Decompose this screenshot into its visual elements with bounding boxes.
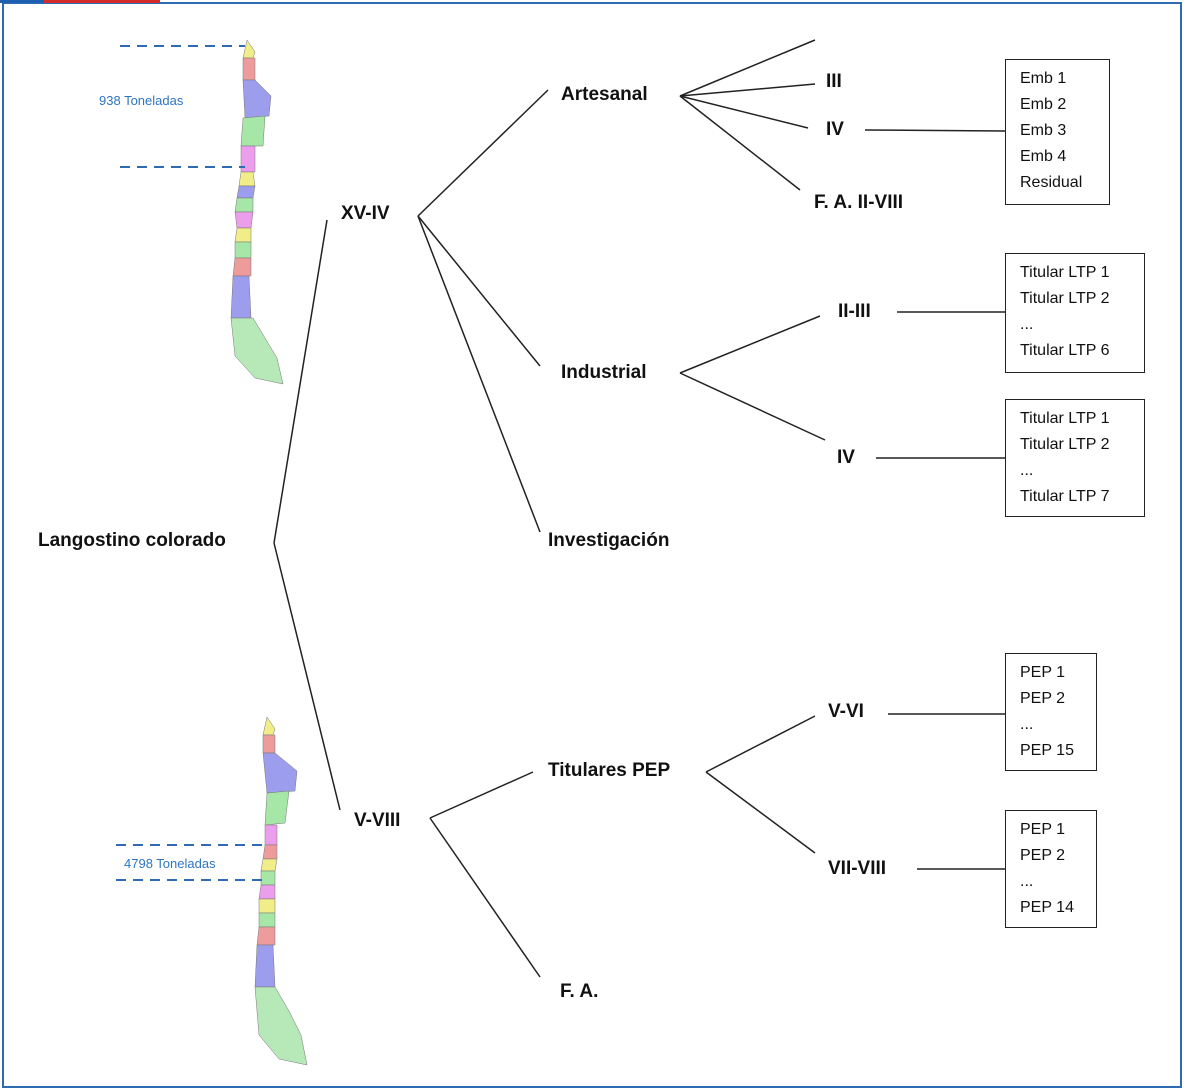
leaf-artesanal-iii: III: [826, 71, 842, 92]
top-flag-blue: [0, 0, 44, 3]
box-item: Titular LTP 2: [1020, 290, 1110, 307]
zone-node-xv-iv: XV-IV: [341, 203, 390, 224]
leaf-industrial-iv: IV: [837, 447, 855, 468]
top-flag-red: [44, 0, 160, 3]
tonnage-label-xv-iv: 938 Toneladas: [99, 93, 184, 108]
box-item: PEP 15: [1020, 742, 1074, 759]
box-item: Titular LTP 6: [1020, 342, 1110, 359]
branch-investigacion: Investigación: [548, 530, 670, 551]
branch-artesanal: Artesanal: [561, 84, 648, 105]
tonnage-label-v-viii: 4798 Toneladas: [124, 856, 216, 871]
box-item: PEP 2: [1020, 690, 1066, 707]
box-item: PEP 1: [1020, 821, 1066, 838]
branch-fa: F. A.: [560, 981, 599, 1002]
box-item: Emb 1: [1020, 70, 1067, 87]
box-item: ...: [1020, 873, 1034, 890]
box-industrial-iv: Titular LTP 1 Titular LTP 2 ... Titular …: [1005, 399, 1145, 517]
box-item: ...: [1020, 316, 1034, 333]
branch-titulares-pep: Titulares PEP: [548, 760, 671, 781]
box-pep-v-vi: PEP 1 PEP 2 ... PEP 15: [1005, 653, 1097, 771]
box-item: PEP 1: [1020, 664, 1066, 681]
box-item: PEP 14: [1020, 899, 1074, 916]
root-node: Langostino colorado: [38, 530, 226, 551]
leaf-pep-vii-viii: VII-VIII: [828, 858, 887, 879]
box-item: Titular LTP 1: [1020, 264, 1110, 281]
leaf-artesanal-iv: IV: [826, 119, 844, 140]
box-item: Emb 2: [1020, 96, 1067, 113]
box-item: ...: [1020, 716, 1034, 733]
box-item: PEP 2: [1020, 847, 1066, 864]
box-item: Titular LTP 7: [1020, 488, 1110, 505]
leaf-artesanal-fa: F. A. II-VIII: [814, 192, 904, 213]
leaf-pep-v-vi: V-VI: [828, 701, 864, 722]
box-item: Titular LTP 1: [1020, 410, 1110, 427]
box-item: Residual: [1020, 174, 1083, 191]
leaf-industrial-ii-iii: II-III: [838, 301, 871, 322]
box-pep-vii-viii: PEP 1 PEP 2 ... PEP 14: [1005, 810, 1097, 928]
branch-industrial: Industrial: [561, 362, 647, 383]
box-item: ...: [1020, 462, 1034, 479]
box-industrial-ii-iii: Titular LTP 1 Titular LTP 2 ... Titular …: [1005, 253, 1145, 373]
box-item: Titular LTP 2: [1020, 436, 1110, 453]
box-item: Emb 4: [1020, 148, 1067, 165]
chile-map-top: [230, 39, 284, 385]
box-item: Emb 3: [1020, 122, 1067, 139]
chile-map-bottom: [254, 716, 308, 1066]
box-artesanal-iv: Emb 1 Emb 2 Emb 3 Emb 4 Residual: [1005, 59, 1110, 205]
zone-node-v-viii: V-VIII: [354, 810, 401, 831]
